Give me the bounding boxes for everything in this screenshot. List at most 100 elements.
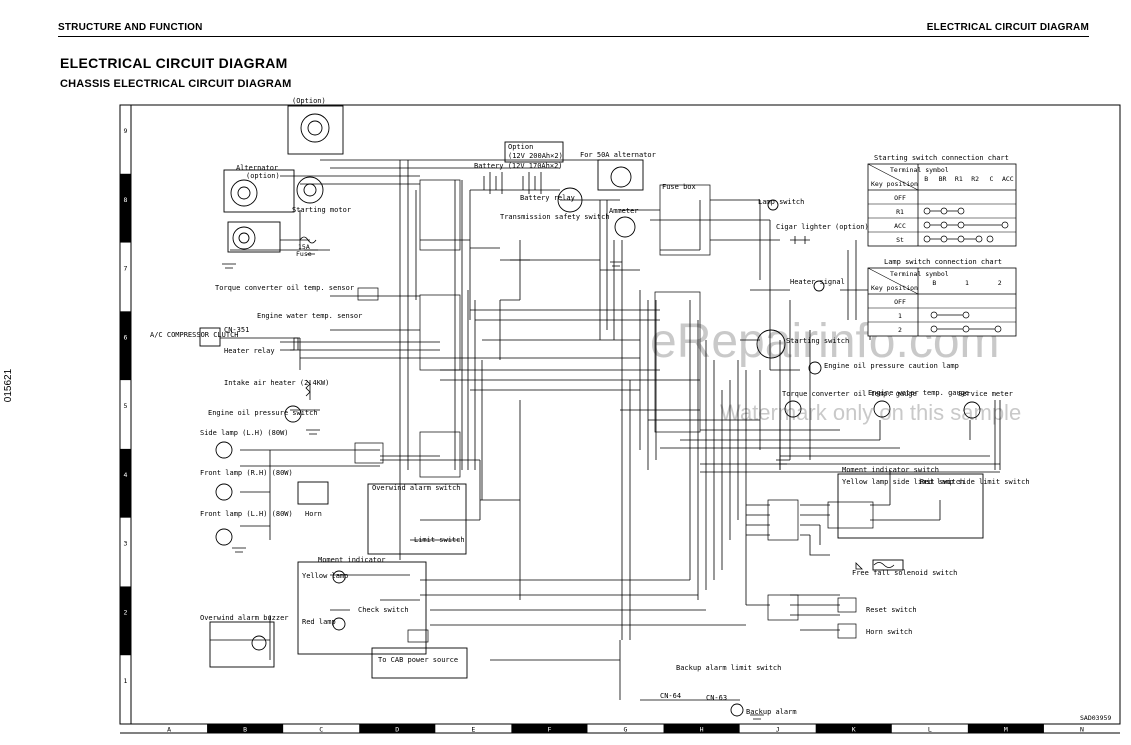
starting-chart-row: St bbox=[896, 236, 904, 244]
battery-option-label: Option bbox=[508, 143, 533, 151]
lamp-chart-title: Lamp switch connection chart bbox=[884, 258, 1002, 266]
moment-indicator-label: Moment indicator bbox=[318, 556, 385, 564]
starting-chart-column: C bbox=[990, 175, 994, 183]
passive-symbols bbox=[280, 172, 895, 570]
transmission-safety-label: Transmission safety switch bbox=[500, 213, 610, 221]
lamp-switch-label: Lamp switch bbox=[758, 198, 804, 206]
grid-column-label: A bbox=[167, 726, 171, 734]
grid-row-label: 3 bbox=[124, 540, 128, 548]
starting-chart-column: BR bbox=[939, 175, 947, 183]
side-lamp-label: Side lamp (L.H) (80W) bbox=[200, 429, 289, 437]
to-cab-label: To CAB power source bbox=[378, 656, 458, 664]
lamp-corner-bottom: Key position bbox=[871, 284, 918, 292]
backup-alarm-label: Backup alarm bbox=[746, 708, 797, 716]
alternator-option-label: (option) bbox=[246, 172, 280, 180]
grid-row-label: 7 bbox=[124, 265, 128, 273]
watermark-notice: Watermark only on this sample bbox=[720, 400, 1021, 425]
battery-label: Battery (12V 170Ah×2) bbox=[474, 162, 563, 170]
horn-label: Horn bbox=[305, 510, 322, 518]
front-lamp-rh-label: Front lamp (R.H) (80W) bbox=[200, 469, 293, 477]
ac-compressor-label: A/C COMPRESSOR CLUTCH bbox=[150, 331, 239, 339]
red-lamp-label: Red lamp bbox=[302, 618, 336, 626]
engine-water-sensor-label: Engine water temp. sensor bbox=[257, 312, 362, 320]
round-devices bbox=[215, 113, 981, 717]
battery-option-spec: (12V 200Ah×2) bbox=[508, 152, 563, 160]
cigar-lighter-label: Cigar lighter (option) bbox=[776, 223, 869, 231]
torque-gauge-label: Torque converter oil temp. gauge bbox=[782, 390, 917, 398]
grid-column-label: B bbox=[243, 726, 247, 734]
wiring-harness bbox=[210, 159, 1001, 701]
lamp-chart-row: 1 bbox=[898, 312, 902, 320]
cn64-label: CN-64 bbox=[660, 692, 681, 700]
fuse-box-label: Fuse box bbox=[662, 183, 696, 191]
lamp-switch-chart: Lamp switch connection chart Terminal sy… bbox=[867, 258, 1017, 337]
lamp-chart-row: OFF bbox=[894, 298, 906, 306]
grid-row-label: 5 bbox=[124, 402, 128, 410]
starting-chart-row: R1 bbox=[896, 208, 904, 216]
page-subtitle: CHASSIS ELECTRICAL CIRCUIT DIAGRAM bbox=[60, 78, 292, 90]
starting-corner-bottom: Key position bbox=[871, 180, 918, 188]
starting-chart-column: R1 bbox=[955, 175, 963, 183]
grid-row-label: 9 bbox=[124, 127, 128, 135]
page-title: ELECTRICAL CIRCUIT DIAGRAM bbox=[60, 55, 288, 71]
cn63-label: CN-63 bbox=[706, 694, 727, 702]
heater-relay-label: Heater relay bbox=[224, 347, 275, 355]
grid-row-label: 8 bbox=[124, 196, 128, 204]
lamp-chart-column: B bbox=[932, 279, 936, 287]
starting-chart-column: R2 bbox=[971, 175, 979, 183]
backup-limit-label: Backup alarm limit switch bbox=[676, 664, 781, 672]
check-switch-label: Check switch bbox=[358, 606, 409, 614]
component-boxes bbox=[199, 105, 984, 679]
grid-column-label: G bbox=[624, 726, 628, 734]
grid-column-label: F bbox=[547, 726, 551, 734]
engine-oil-switch-label: Engine oil pressure switch bbox=[208, 409, 318, 417]
yellow-lamp-label: Yellow lamp bbox=[302, 572, 348, 580]
grid-row-label: 4 bbox=[124, 471, 128, 479]
alternator-label: Alternator bbox=[236, 164, 278, 172]
free-fall-label: Free fall solenoid switch bbox=[852, 569, 957, 577]
header-section-title: STRUCTURE AND FUNCTION bbox=[58, 22, 203, 33]
heater-signal-label: Heater signal bbox=[790, 278, 845, 286]
starting-chart-column: ACC bbox=[1002, 175, 1014, 183]
limit-switch-label: Limit switch bbox=[414, 536, 465, 544]
ground-symbols bbox=[222, 249, 790, 720]
front-lamp-lh-label: Front lamp (L.H) (80W) bbox=[200, 510, 293, 518]
fuse-label: Fuse bbox=[296, 250, 312, 258]
yellow-limit-label: Yellow lamp side limit switch bbox=[842, 478, 964, 486]
battery-relay-label: Battery relay bbox=[520, 194, 575, 202]
starting-motor-label: Starting motor bbox=[292, 206, 351, 214]
cn351-label: CN-351 bbox=[224, 326, 249, 334]
header-page-title: ELECTRICAL CIRCUIT DIAGRAM bbox=[926, 22, 1089, 33]
starting-switch-label: Starting switch bbox=[786, 337, 849, 345]
fuse-rating: 15A bbox=[298, 243, 310, 251]
service-meter-label: Service meter bbox=[958, 390, 1013, 398]
grid-row-label: 6 bbox=[124, 333, 128, 341]
grid-column-label: D bbox=[395, 726, 399, 734]
starting-chart-column: B bbox=[924, 175, 928, 183]
moment-switch-label: Moment indicator switch bbox=[842, 466, 939, 474]
starting-chart-row: ACC bbox=[894, 222, 906, 230]
intake-heater-label: Intake air heater (2.4KW) bbox=[224, 379, 329, 387]
red-limit-label: Red lamp side limit switch bbox=[920, 478, 1030, 486]
reset-switch-label: Reset switch bbox=[866, 606, 917, 614]
starting-corner-top: Terminal symbol bbox=[890, 166, 949, 174]
starting-chart-row: OFF bbox=[894, 194, 906, 202]
grid-row-label: 2 bbox=[124, 608, 128, 616]
connector-blocks bbox=[354, 179, 874, 643]
grid-column-label: M bbox=[1004, 726, 1008, 734]
starting-chart-title: Starting switch connection chart bbox=[874, 154, 1009, 162]
engine-oil-lamp-label: Engine oil pressure caution lamp bbox=[824, 362, 959, 370]
header-rule bbox=[58, 36, 1089, 37]
grid-column-label: K bbox=[852, 726, 856, 734]
grid-column-label: C bbox=[319, 726, 323, 734]
grid-column-label: H bbox=[700, 726, 704, 734]
grid-column-label: N bbox=[1080, 726, 1084, 734]
option-top-label: (Option) bbox=[292, 97, 326, 105]
grid-column-label: J bbox=[776, 726, 780, 734]
horn-switch-label: Horn switch bbox=[866, 628, 912, 636]
grid-row-label: 1 bbox=[124, 677, 128, 685]
ammeter-label: Ammeter bbox=[609, 207, 639, 215]
overwind-switch-label: Overwind alarm switch bbox=[372, 484, 461, 492]
